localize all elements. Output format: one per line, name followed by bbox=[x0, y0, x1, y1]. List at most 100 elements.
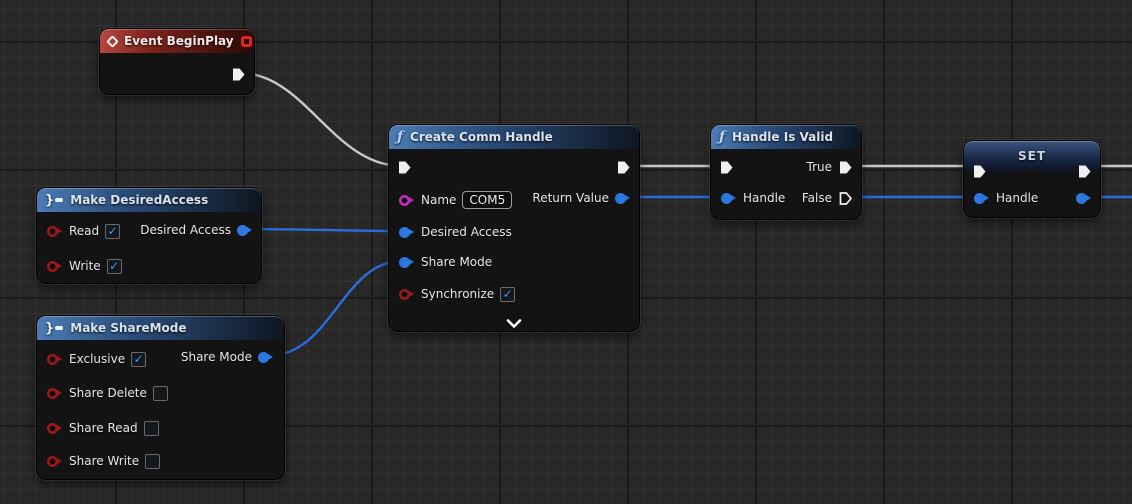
struct-pin-desired-access-out[interactable] bbox=[237, 224, 252, 236]
pin-label: Share Mode bbox=[421, 255, 493, 269]
pin-row-share-read: Share Read bbox=[47, 417, 159, 439]
pin-label: Share Write bbox=[69, 454, 140, 468]
struct-pin-handle[interactable] bbox=[721, 192, 736, 204]
delegate-pin-icon[interactable] bbox=[240, 35, 252, 47]
pin-row-write: Write ✓ bbox=[47, 255, 122, 277]
node-create-comm-handle[interactable]: ƒ Create Comm Handle Name COM5 Desired A… bbox=[387, 123, 641, 333]
bool-pin-read[interactable] bbox=[47, 225, 62, 237]
pin-label: Handle bbox=[743, 191, 786, 205]
pin-row-share-delete: Share Delete bbox=[47, 382, 168, 404]
exec-out-pin[interactable] bbox=[1077, 164, 1092, 179]
pin-row-share-mode-out: Share Mode bbox=[181, 346, 274, 368]
pin-row-handle: Handle bbox=[721, 187, 785, 209]
checkbox-share-write[interactable] bbox=[145, 453, 161, 469]
node-title: Handle Is Valid bbox=[732, 130, 834, 144]
pin-row-share-write: Share Write bbox=[47, 450, 161, 472]
pin-row-desired-access: Desired Access bbox=[399, 221, 512, 243]
pin-row-false: False bbox=[802, 187, 853, 209]
bool-pin-share-write[interactable] bbox=[47, 455, 62, 467]
pin-row-read: Read ✓ bbox=[47, 220, 121, 242]
struct-pin-handle-in[interactable] bbox=[974, 192, 989, 204]
exec-out-row bbox=[231, 63, 246, 85]
checkbox-synchronize[interactable]: ✓ bbox=[500, 286, 516, 302]
node-header[interactable]: } Make ShareMode bbox=[37, 316, 284, 340]
node-title: Event BeginPlay bbox=[124, 34, 234, 48]
pin-row-handle-out bbox=[1076, 187, 1092, 209]
pin-row-share-mode: Share Mode bbox=[399, 251, 492, 273]
struct-pin-share-mode-out[interactable] bbox=[258, 351, 273, 363]
struct-pin-desired-access[interactable] bbox=[399, 226, 414, 238]
string-pin-name[interactable] bbox=[399, 194, 414, 206]
bool-pin-synchronize[interactable] bbox=[399, 288, 414, 300]
pin-label: Return Value bbox=[532, 191, 609, 205]
expand-node-chevron-icon[interactable] bbox=[505, 318, 523, 329]
bool-pin-share-delete[interactable] bbox=[47, 387, 62, 399]
function-icon: ƒ bbox=[719, 129, 726, 145]
wire-exec-beginplay-to-create[interactable] bbox=[239, 71, 403, 168]
node-title: Make ShareMode bbox=[70, 321, 187, 335]
pin-label: Read bbox=[69, 224, 100, 238]
exec-in-pin[interactable] bbox=[972, 164, 987, 179]
pin-label: Share Delete bbox=[69, 386, 147, 400]
node-handle-is-valid[interactable]: ƒ Handle Is Valid Handle True False bbox=[709, 123, 863, 221]
exec-out-row bbox=[616, 156, 631, 178]
checkbox-read[interactable]: ✓ bbox=[105, 223, 121, 239]
pin-label: Share Read bbox=[69, 421, 138, 435]
pin-label: Synchronize bbox=[421, 287, 495, 301]
exec-in-pin[interactable] bbox=[397, 160, 412, 175]
exec-in-row bbox=[719, 156, 734, 178]
checkbox-share-read[interactable] bbox=[143, 420, 159, 436]
node-make-sharemode[interactable]: } Make ShareMode Exclusive ✓ Share Delet… bbox=[35, 314, 286, 481]
pin-row-true: True bbox=[807, 156, 854, 178]
pin-label: True bbox=[806, 160, 833, 174]
bool-pin-write[interactable] bbox=[47, 260, 62, 272]
node-header[interactable]: ƒ Handle Is Valid bbox=[711, 125, 861, 149]
pin-label: Name bbox=[421, 193, 457, 207]
node-make-desiredaccess[interactable]: } Make DesiredAccess Read ✓ Write ✓ Desi… bbox=[35, 186, 263, 285]
node-title: SET bbox=[1017, 149, 1047, 163]
pin-label: Desired Access bbox=[140, 223, 231, 237]
pin-label: Write bbox=[69, 259, 101, 273]
exec-out-pin[interactable] bbox=[616, 160, 631, 175]
pin-row-exclusive: Exclusive ✓ bbox=[47, 348, 147, 370]
pin-label: Handle bbox=[996, 191, 1039, 205]
struct-pin-share-mode[interactable] bbox=[399, 256, 414, 268]
wire-desiredaccess-to-create[interactable] bbox=[244, 227, 403, 233]
node-header[interactable]: Event BeginPlay bbox=[100, 29, 254, 53]
pin-label: Exclusive bbox=[69, 352, 126, 366]
make-struct-icon: } bbox=[45, 322, 64, 335]
node-header[interactable]: } Make DesiredAccess bbox=[37, 188, 261, 212]
struct-pin-handle-out[interactable] bbox=[1076, 192, 1091, 204]
exec-in-row bbox=[397, 156, 412, 178]
node-set-handle[interactable]: SET Handle bbox=[962, 139, 1102, 219]
node-title: Create Comm Handle bbox=[410, 130, 553, 144]
exec-in-row bbox=[972, 160, 987, 182]
node-title: Make DesiredAccess bbox=[70, 193, 209, 207]
pin-row-synchronize: Synchronize ✓ bbox=[399, 283, 516, 305]
bool-pin-exclusive[interactable] bbox=[47, 353, 62, 365]
pin-label: False bbox=[801, 191, 832, 205]
bool-pin-share-read[interactable] bbox=[47, 422, 62, 434]
node-event-beginplay[interactable]: Event BeginPlay bbox=[98, 27, 256, 96]
event-icon bbox=[106, 34, 119, 48]
node-header[interactable]: ƒ Create Comm Handle bbox=[389, 125, 639, 149]
struct-pin-return-value[interactable] bbox=[615, 192, 630, 204]
exec-out-pin[interactable] bbox=[231, 67, 246, 82]
exec-out-row bbox=[1077, 160, 1092, 182]
pin-row-return-value: Return Value bbox=[532, 187, 631, 209]
name-text-input[interactable]: COM5 bbox=[462, 191, 513, 209]
pin-row-desired-access-out: Desired Access bbox=[140, 219, 253, 241]
exec-in-pin[interactable] bbox=[719, 160, 734, 175]
make-struct-icon: } bbox=[45, 194, 64, 207]
pin-label: Share Mode bbox=[180, 350, 252, 364]
checkbox-share-delete[interactable] bbox=[152, 385, 168, 401]
node-header[interactable]: SET bbox=[964, 141, 1100, 171]
wire-sharemode-to-create[interactable] bbox=[266, 259, 403, 358]
exec-true-pin[interactable] bbox=[838, 160, 853, 175]
checkbox-write[interactable]: ✓ bbox=[106, 258, 122, 274]
pin-row-handle-in: Handle bbox=[974, 187, 1038, 209]
exec-false-pin[interactable] bbox=[838, 191, 853, 206]
pin-row-name: Name COM5 bbox=[399, 189, 513, 211]
checkbox-exclusive[interactable]: ✓ bbox=[131, 351, 147, 367]
